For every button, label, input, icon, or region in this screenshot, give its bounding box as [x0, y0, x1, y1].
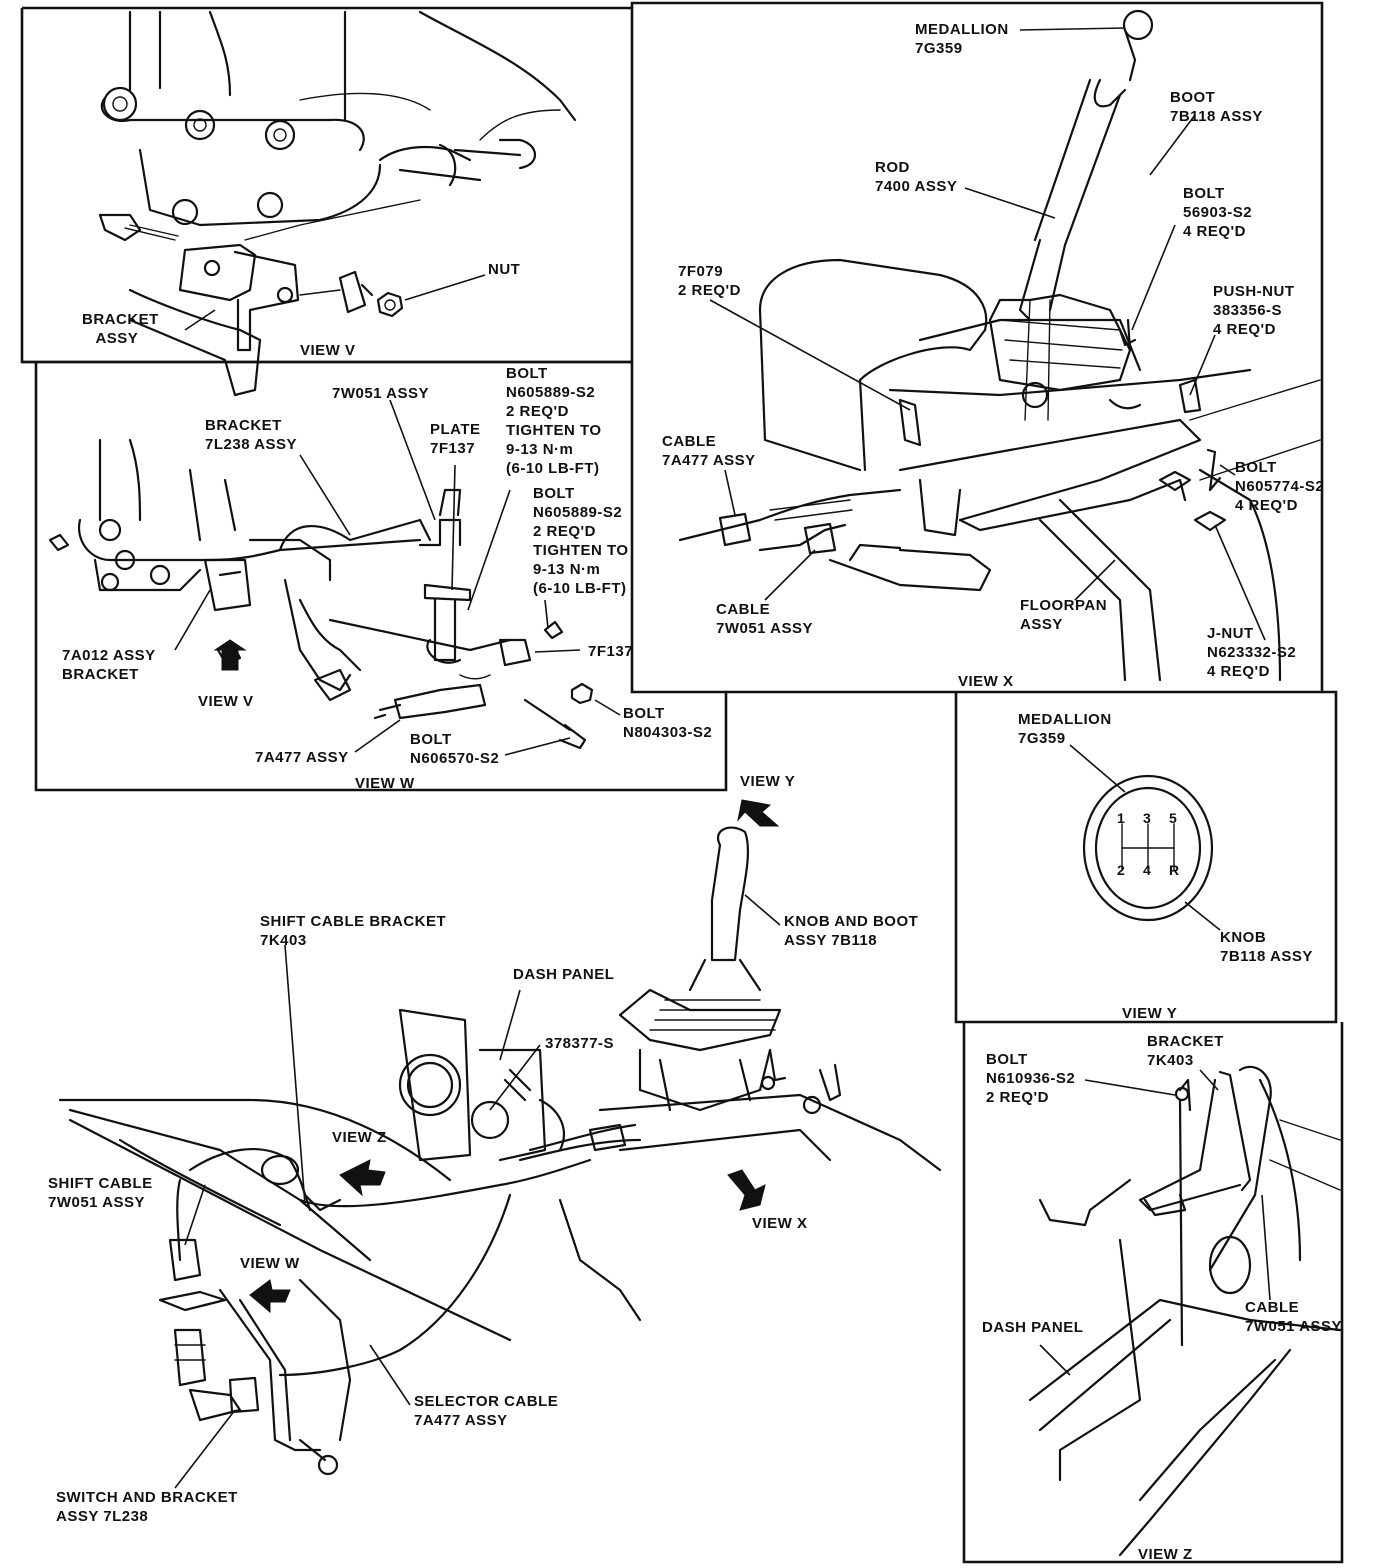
w051-assy-label: 7W051 ASSY	[332, 385, 429, 402]
rod-label: ROD 7400 ASSY	[875, 159, 958, 195]
f079-label: 7F079 2 REQ'D	[678, 263, 741, 299]
bolt-56903-label: BOLT 56903-S2 4 REQ'D	[1183, 185, 1253, 240]
view-x-drawing	[678, 9, 1321, 682]
j-nut-label: J-NUT N623332-S2 4 REQ'D	[1207, 625, 1297, 680]
panel-frames	[20, 1, 1344, 1564]
view-v-caption: VIEW V	[300, 342, 356, 359]
view-z-drawing	[1028, 1065, 1342, 1557]
bolt-n605889-upper-label: BOLT N605889-S2 2 REQ'D TIGHTEN TO 9-13 …	[506, 365, 602, 477]
a012-bracket-label: 7A012 ASSY BRACKET	[62, 647, 156, 683]
cable-w051-z-label: CABLE 7W051 ASSY	[1245, 1299, 1342, 1335]
view-z-caption: VIEW Z	[1138, 1546, 1193, 1563]
cable-a477-label: CABLE 7A477 ASSY	[662, 433, 756, 469]
view-v-drawing	[98, 10, 577, 352]
floorpan-label: FLOORPAN ASSY	[1020, 597, 1108, 633]
shift-gear-1: 1	[1117, 810, 1125, 826]
knob-label: KNOB 7B118 ASSY	[1220, 929, 1313, 965]
a477-assy-label: 7A477 ASSY	[255, 749, 349, 766]
medallion-x-label: MEDALLION 7G359	[915, 21, 1009, 57]
switch-and-bracket-label: SWITCH AND BRACKET ASSY 7L238	[56, 1489, 238, 1525]
nut-label: NUT	[488, 261, 521, 278]
view-x-arrow-label: VIEW X	[752, 1215, 808, 1232]
knob-and-boot-label: KNOB AND BOOT ASSY 7B118	[784, 913, 919, 949]
selector-cable-label: SELECTOR CABLE 7A477 ASSY	[414, 1393, 559, 1429]
boot-label: BOOT 7B118 ASSY	[1170, 89, 1263, 125]
bolt-n610936-label: BOLT N610936-S2 2 REQ'D	[986, 1051, 1076, 1106]
view-w-drawing	[48, 399, 621, 756]
view-y-drawing	[1069, 744, 1221, 931]
shift-gear-5: 5	[1169, 810, 1177, 826]
bracket-7l238-label: BRACKET 7L238 ASSY	[205, 417, 297, 453]
bracket-assy-label: BRACKET ASSY	[82, 311, 159, 347]
shift-cable-label: SHIFT CABLE 7W051 ASSY	[48, 1175, 153, 1211]
view-y-caption: VIEW Y	[1122, 1005, 1178, 1022]
f137-label: 7F137	[588, 643, 634, 660]
medallion-y-label: MEDALLION 7G359	[1018, 711, 1112, 747]
bolt-n804303-label: BOLT N804303-S2	[623, 705, 713, 741]
view-z-arrow-label: VIEW Z	[332, 1129, 387, 1146]
dash-panel-label: DASH PANEL	[513, 966, 615, 983]
cable-w051-label: CABLE 7W051 ASSY	[716, 601, 813, 637]
shift-gear-reverse: R	[1169, 862, 1180, 878]
shift-gear-4: 4	[1143, 862, 1151, 878]
bolt-n606570-label: BOLT N606570-S2	[410, 731, 500, 767]
shift-gear-3: 3	[1143, 810, 1151, 826]
dash-panel-z-label: DASH PANEL	[982, 1319, 1084, 1336]
part-378377-label: 378377-S	[545, 1035, 615, 1052]
view-x-caption: VIEW X	[958, 673, 1014, 690]
shift-cable-bracket-label: SHIFT CABLE BRACKET 7K403	[260, 913, 447, 949]
bolt-n605774-label: BOLT N605774-S2 4 REQ'D	[1235, 459, 1325, 514]
bracket-7k403-label: BRACKET 7K403	[1147, 1033, 1224, 1069]
shift-gear-2: 2	[1117, 862, 1125, 878]
bolt-n605889-lower-label: BOLT N605889-S2 2 REQ'D TIGHTEN TO 9-13 …	[533, 485, 629, 597]
view-w-caption: VIEW W	[355, 775, 415, 792]
plate-7f137-label: PLATE 7F137	[430, 421, 481, 457]
push-nut-label: PUSH-NUT 383356-S 4 REQ'D	[1213, 283, 1295, 338]
view-w-arrow-label: VIEW W	[240, 1255, 300, 1272]
main-assembly-drawing	[58, 288, 942, 1489]
view-v-arrow-label: VIEW V	[198, 693, 254, 710]
view-y-arrow-label: VIEW Y	[740, 773, 796, 790]
